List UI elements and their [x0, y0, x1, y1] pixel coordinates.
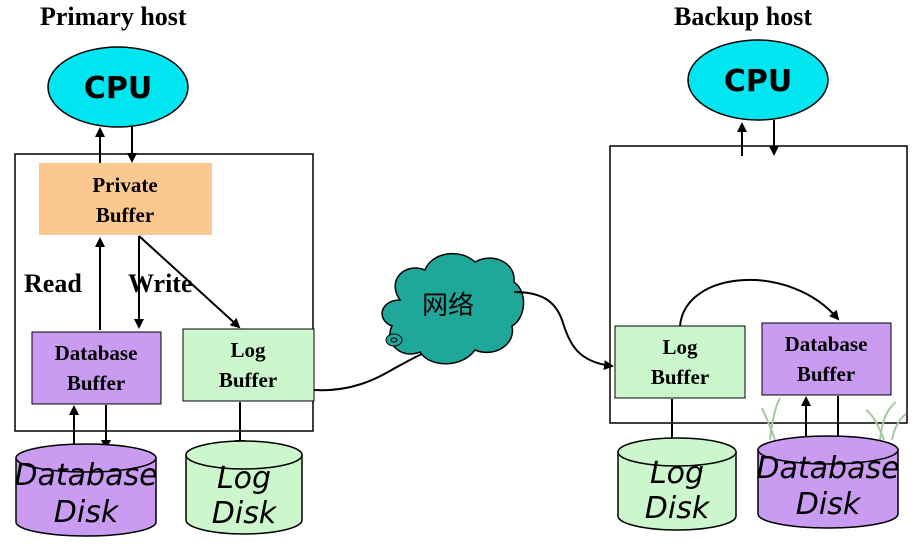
link-primary-to-network — [313, 349, 433, 392]
backup-host-title: Backup host — [674, 2, 812, 31]
backup-log-disk-label-1: Log — [650, 456, 704, 491]
backup-db-disk-label-1: Database — [756, 451, 899, 486]
primary-log-disk — [185, 440, 303, 535]
private-buffer — [39, 163, 212, 235]
network-cloud — [381, 252, 525, 365]
primary-log-disk-label-1: Log — [217, 461, 271, 496]
primary-db-disk-label-2: Disk — [54, 495, 120, 530]
primary-log-disk-label-2: Disk — [212, 496, 278, 531]
backup-host-box — [609, 145, 908, 424]
backup-cpu-label: CPU — [724, 64, 792, 99]
arrow-backup-log-to-db — [679, 279, 840, 327]
write-label: Write — [128, 269, 193, 298]
primary-log-buffer — [182, 328, 315, 402]
primary-database-buffer — [31, 331, 162, 405]
primary-host-title: Primary host — [40, 2, 187, 31]
backup-log-disk — [617, 437, 737, 531]
backup-db-buffer-label-2: Buffer — [797, 362, 855, 386]
primary-cpu — [47, 46, 189, 128]
primary-host-box — [14, 153, 314, 432]
backup-log-buffer-label-1: Log — [662, 335, 698, 359]
write-log-arrow — [138, 235, 241, 329]
primary-log-buffer-label-1: Log — [230, 338, 266, 362]
primary-cpu-label: CPU — [84, 71, 152, 106]
private-buffer-label-1: Private — [92, 173, 157, 197]
backup-database-disk — [757, 435, 899, 529]
backup-db-buffer-label-1: Database — [785, 332, 868, 356]
backup-log-buffer-label-2: Buffer — [651, 365, 709, 389]
backup-db-disk-label-2: Disk — [796, 487, 862, 522]
backup-log-buffer — [614, 325, 746, 399]
primary-db-disk-label-1: Database — [14, 458, 157, 493]
primary-log-buffer-label-2: Buffer — [219, 368, 277, 392]
primary-database-disk — [15, 443, 157, 537]
link-network-to-backup — [513, 291, 614, 371]
primary-db-buffer-label-2: Buffer — [67, 371, 125, 395]
read-label: Read — [24, 269, 82, 298]
backup-database-buffer — [761, 322, 892, 396]
backup-log-disk-label-2: Disk — [645, 491, 711, 526]
backup-cpu — [687, 39, 829, 121]
primary-db-buffer-label-1: Database — [55, 341, 138, 365]
grass-decoration — [761, 397, 907, 441]
private-buffer-label-2: Buffer — [96, 203, 154, 227]
network-label: 网络 — [422, 291, 474, 321]
